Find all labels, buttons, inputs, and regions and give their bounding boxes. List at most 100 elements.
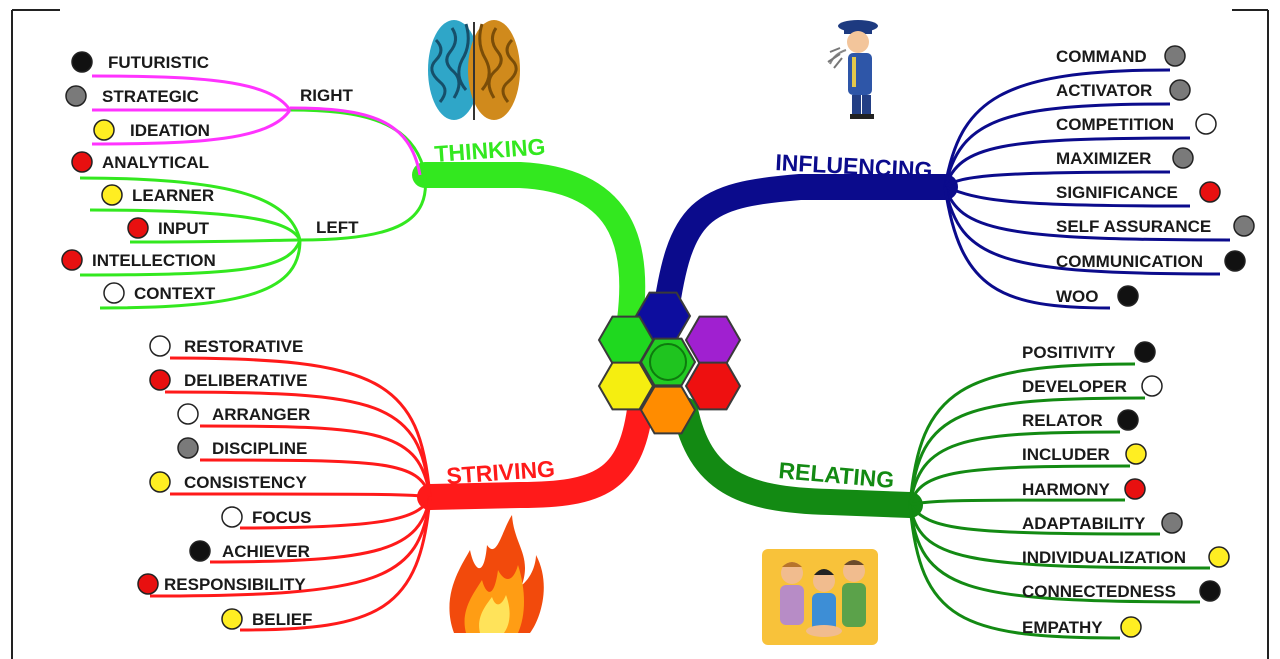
- gray-dot-icon: [177, 437, 199, 459]
- branch-communication: [943, 186, 1221, 276]
- strength-label: CONSISTENCY: [184, 473, 307, 492]
- strength-label: COMPETITION: [1056, 115, 1174, 134]
- branch-belief: [239, 496, 432, 632]
- gray-dot-icon: [1233, 215, 1255, 237]
- branch-competition: [943, 136, 1191, 188]
- strength-label: ANALYTICAL: [102, 153, 209, 172]
- strength-label: BELIEF: [252, 610, 312, 629]
- branch-arranger: [199, 424, 432, 498]
- strength-item-achiever: ACHIEVER: [189, 540, 310, 562]
- strength-item-activator: ACTIVATOR: [1056, 79, 1191, 101]
- black-dot-icon: [71, 51, 93, 73]
- flame-icon: [449, 515, 544, 633]
- striving-branches: [149, 356, 432, 632]
- strength-label: INPUT: [158, 219, 210, 238]
- gray-dot-icon: [1169, 79, 1191, 101]
- black-dot-icon: [1199, 580, 1221, 602]
- hexagon-tile: [684, 315, 742, 365]
- strength-item-includer: INCLUDER: [1022, 443, 1147, 465]
- right-connector: [289, 108, 427, 176]
- strength-item-analytical: ANALYTICAL: [71, 151, 209, 173]
- strength-item-intellection: INTELLECTION: [61, 249, 216, 271]
- strength-item-belief: BELIEF: [221, 608, 312, 630]
- strength-item-relator: RELATOR: [1022, 409, 1139, 431]
- strength-label: COMMUNICATION: [1056, 252, 1203, 271]
- hexagon-tile: [684, 361, 742, 411]
- strength-item-responsibility: RESPONSIBILITY: [137, 573, 306, 595]
- strength-label: LEARNER: [132, 186, 214, 205]
- yellow-dot-icon: [101, 184, 123, 206]
- branch-connectedness: [908, 504, 1201, 604]
- red-dot-icon: [1124, 478, 1146, 500]
- hexagon-tile: [639, 385, 697, 435]
- strength-item-futuristic: FUTURISTIC: [71, 51, 209, 73]
- striving-trunk: [417, 397, 653, 510]
- branch-empathy: [908, 504, 1121, 640]
- right-hub: [289, 106, 422, 176]
- strength-label: CONNECTEDNESS: [1022, 582, 1176, 601]
- thinking-title: THINKING: [434, 133, 547, 167]
- red-dot-icon: [71, 151, 93, 173]
- black-dot-icon: [1134, 341, 1156, 363]
- center-circle: [649, 343, 687, 381]
- black-dot-icon: [1117, 409, 1139, 431]
- branch-discipline: [199, 458, 432, 498]
- branch-focus: [239, 496, 432, 530]
- strength-label: CONTEXT: [134, 284, 216, 303]
- right-label: RIGHT: [300, 86, 354, 105]
- strength-item-positivity: POSITIVITY: [1022, 341, 1156, 363]
- yellow-dot-icon: [93, 119, 115, 141]
- strength-label: ADAPTABILITY: [1022, 514, 1146, 533]
- strength-item-connectedness: CONNECTEDNESS: [1022, 580, 1221, 602]
- thinking-trunk: [412, 162, 646, 333]
- strength-item-arranger: ARRANGER: [177, 403, 310, 425]
- strength-item-discipline: DISCIPLINE: [177, 437, 307, 459]
- influencing-branches: [943, 68, 1231, 310]
- white-dot-icon: [149, 335, 171, 357]
- branch-maximizer: [944, 170, 1171, 189]
- black-dot-icon: [1224, 250, 1246, 272]
- strength-label: COMMAND: [1056, 47, 1147, 66]
- red-dot-icon: [61, 249, 83, 271]
- branch-harmony: [909, 498, 1126, 507]
- strength-label: STRATEGIC: [102, 87, 199, 106]
- branch-intellection: [79, 239, 302, 277]
- officer-shouting-icon: [827, 20, 878, 119]
- black-dot-icon: [189, 540, 211, 562]
- brain-icon: [428, 20, 520, 120]
- strength-label: FOCUS: [252, 508, 312, 527]
- yellow-dot-icon: [149, 471, 171, 493]
- strength-item-self-assurance: SELF ASSURANCE: [1056, 215, 1255, 237]
- strength-label: SIGNIFICANCE: [1056, 183, 1178, 202]
- strength-label: RESPONSIBILITY: [164, 575, 306, 594]
- white-dot-icon: [221, 506, 243, 528]
- branch-positivity: [908, 362, 1136, 506]
- branch-context: [99, 239, 302, 310]
- gray-dot-icon: [1164, 45, 1186, 67]
- strength-item-empathy: EMPATHY: [1022, 616, 1142, 638]
- strength-label: WOO: [1056, 287, 1099, 306]
- center-hexagon-cluster: [597, 291, 742, 435]
- strength-label: ACHIEVER: [222, 542, 310, 561]
- branch-individualization: [908, 504, 1211, 570]
- strength-label: DELIBERATIVE: [184, 371, 307, 390]
- strength-label: IDEATION: [130, 121, 210, 140]
- strength-item-woo: WOO: [1056, 285, 1139, 307]
- strength-label: POSITIVITY: [1022, 343, 1116, 362]
- strength-label: INDIVIDUALIZATION: [1022, 548, 1186, 567]
- strength-item-learner: LEARNER: [101, 184, 214, 206]
- gray-dot-icon: [1161, 512, 1183, 534]
- branch-activator: [943, 102, 1171, 188]
- frame-left-edge: [11, 9, 60, 659]
- strength-item-harmony: HARMONY: [1022, 478, 1146, 500]
- red-dot-icon: [1199, 181, 1221, 203]
- strength-label: RESTORATIVE: [184, 337, 303, 356]
- strength-label: SELF ASSURANCE: [1056, 217, 1211, 236]
- branch-deliberative: [164, 390, 432, 498]
- strength-label: ACTIVATOR: [1056, 81, 1152, 100]
- strength-label: DEVELOPER: [1022, 377, 1127, 396]
- strength-item-communication: COMMUNICATION: [1056, 250, 1246, 272]
- strength-item-ideation: IDEATION: [93, 119, 210, 141]
- left-label: LEFT: [316, 218, 359, 237]
